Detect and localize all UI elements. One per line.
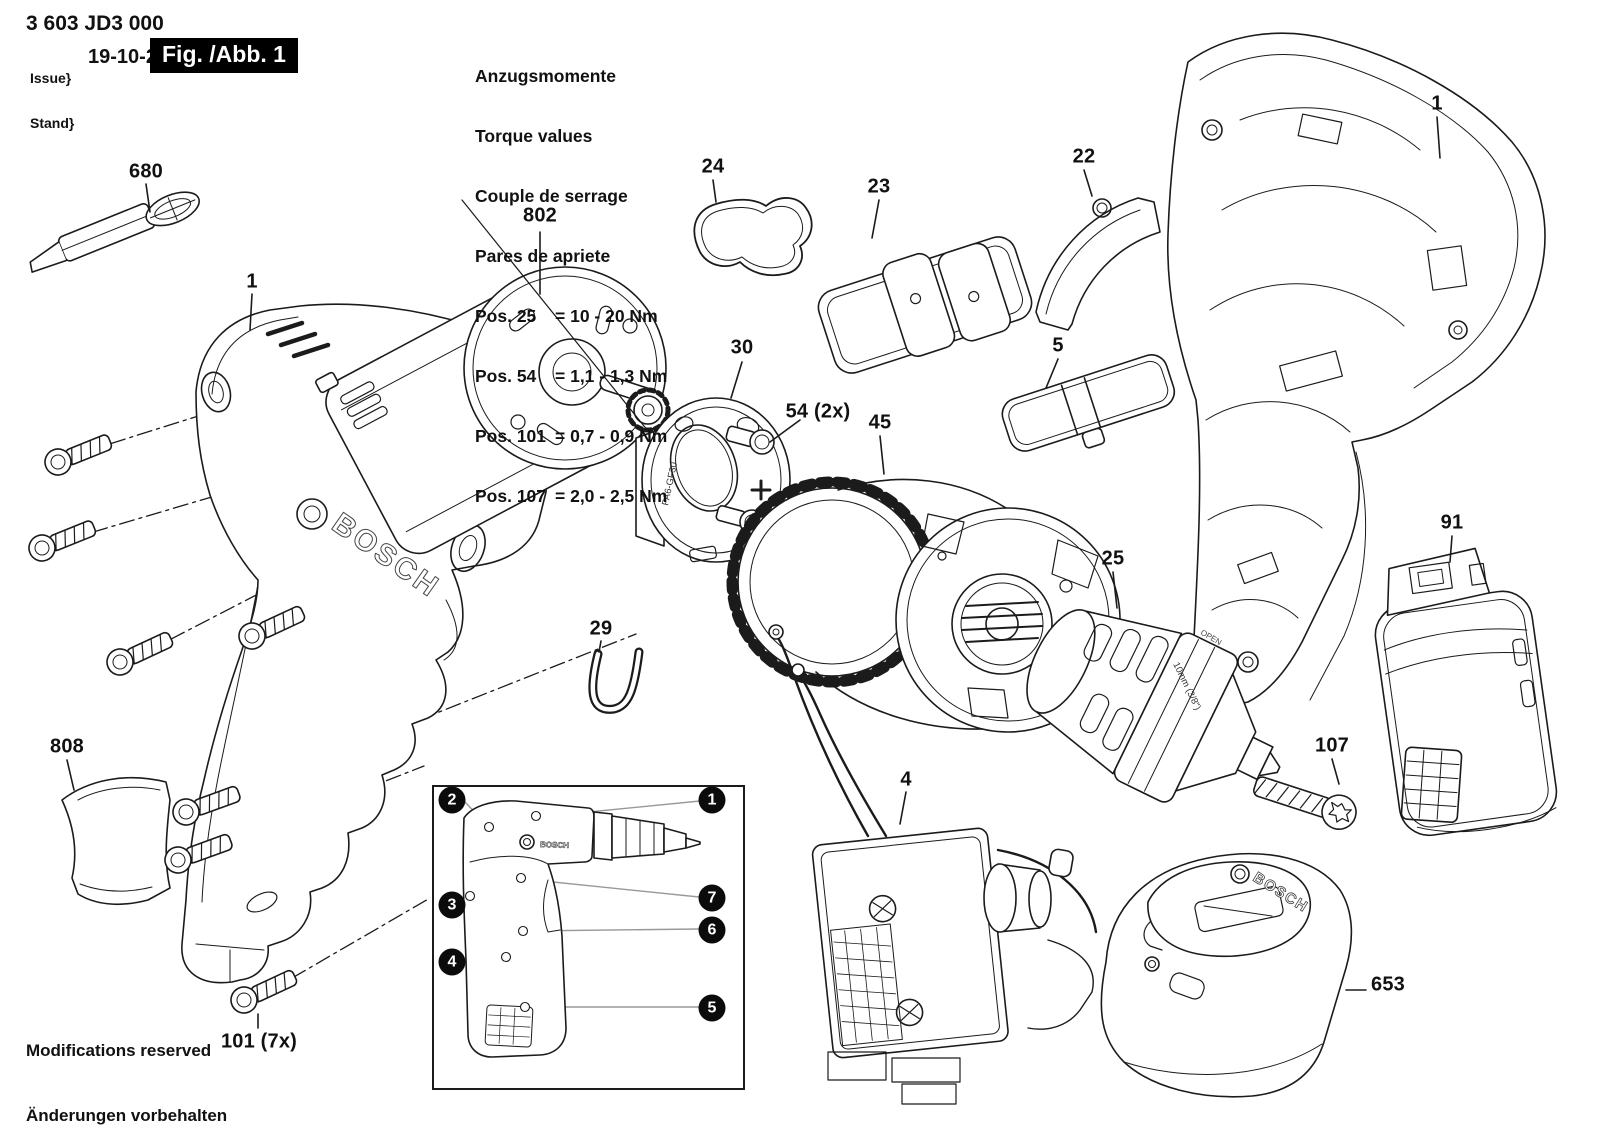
torque-title: Torque values	[475, 126, 593, 146]
part-label-101: 101 (7x)	[220, 1030, 298, 1053]
clip-drawing	[1036, 198, 1160, 330]
bit-drawing	[24, 184, 204, 280]
leader-22	[1084, 170, 1092, 196]
inset-callout-1: 1	[698, 786, 726, 814]
figure-label: Fig. /Abb. 1	[150, 38, 298, 73]
part-label-107: 107	[1315, 734, 1349, 757]
torque-row: Pos. 25 = 10 - 20 Nm	[475, 306, 658, 326]
part-label-91: 91	[1440, 511, 1464, 534]
part-label-24: 24	[701, 155, 725, 178]
motor-drawing	[312, 200, 668, 563]
belt-clip-drawing	[62, 778, 170, 905]
part-label-25: 25	[1101, 547, 1125, 570]
plate-screw-1	[725, 425, 774, 454]
part-label-23: 23	[867, 175, 891, 198]
torque-title: Couple de serrage	[475, 186, 628, 206]
inset-callout-4: 4	[438, 948, 466, 976]
leader-29	[599, 641, 601, 652]
brand-text-inset: BOSCH	[540, 840, 569, 850]
part-label-30: 30	[730, 336, 754, 359]
leader-4	[900, 792, 906, 824]
torque-title: Anzugsmomente	[475, 66, 616, 86]
leader-107	[1332, 759, 1339, 784]
leader-1-right	[1437, 117, 1440, 158]
inset-callout-5: 5	[698, 994, 726, 1022]
modification-notes: Modifications reserved Änderungen vorbeh…	[26, 1041, 228, 1125]
part-label-802: 802	[523, 204, 557, 227]
battery-drawing	[1365, 542, 1560, 841]
part-label-680: 680	[129, 160, 163, 183]
leader-680	[146, 184, 150, 212]
torque-title: Pares de apriete	[475, 246, 611, 266]
housing-right-drawing	[1168, 33, 1545, 707]
part-label-22: 22	[1072, 145, 1096, 168]
inset-callout-2: 2	[438, 786, 466, 814]
leader-25	[1113, 572, 1117, 608]
leader-30	[731, 362, 742, 398]
stand-label: Stand}	[30, 115, 75, 131]
part-label-45: 45	[868, 411, 892, 434]
inset-drill-drawing: BOSCH	[463, 801, 700, 1057]
inset-callout-3: 3	[438, 891, 466, 919]
leader-91	[1450, 536, 1452, 562]
inset-callout-7: 7	[698, 884, 726, 912]
charger-drawing: BOSCH	[1101, 854, 1351, 1097]
switch-cover-drawing	[811, 225, 1038, 384]
gasket-drawing	[694, 198, 811, 275]
part-label-5: 5	[1052, 334, 1064, 357]
leader-1-left	[250, 294, 252, 330]
leader-5	[1046, 359, 1058, 388]
part-label-29: 29	[589, 617, 613, 640]
torque-row: Pos. 54 = 1,1 - 1,3 Nm	[475, 366, 668, 386]
leader-24	[713, 180, 716, 202]
part-label-653: 653	[1371, 973, 1405, 996]
housing-screws-drawing	[25, 429, 308, 1017]
spindle-screw-drawing	[1250, 769, 1360, 834]
torque-row: Pos. 101 = 0,7 - 0,9 Nm	[475, 426, 668, 446]
part-label-1-right: 1	[1431, 92, 1443, 115]
part-label-1-left: 1	[246, 270, 258, 293]
switch-module-drawing	[769, 625, 1096, 1104]
slide-button-drawing	[998, 351, 1183, 471]
issue-stand-label: Issue} Stand}	[30, 41, 74, 146]
leader-808	[67, 760, 74, 790]
leader-23	[872, 200, 879, 238]
document-part-number: 3 603 JD3 000	[26, 12, 164, 35]
leader-45	[880, 436, 884, 474]
u-clip-drawing	[593, 652, 639, 709]
issue-date: 19-10-24	[88, 46, 169, 68]
torque-table: Anzugsmomente Torque values Couple de se…	[475, 26, 667, 526]
torque-row: Pos. 107 = 2,0 - 2,5 Nm	[475, 486, 668, 506]
part-label-4: 4	[900, 768, 912, 791]
leader-54	[770, 420, 800, 442]
issue-label: Issue}	[30, 70, 72, 86]
screw-location-inset-frame	[432, 785, 745, 1090]
part-label-808: 808	[50, 735, 84, 758]
part-label-54: 54 (2x)	[785, 400, 851, 423]
inset-callout-6: 6	[698, 916, 726, 944]
